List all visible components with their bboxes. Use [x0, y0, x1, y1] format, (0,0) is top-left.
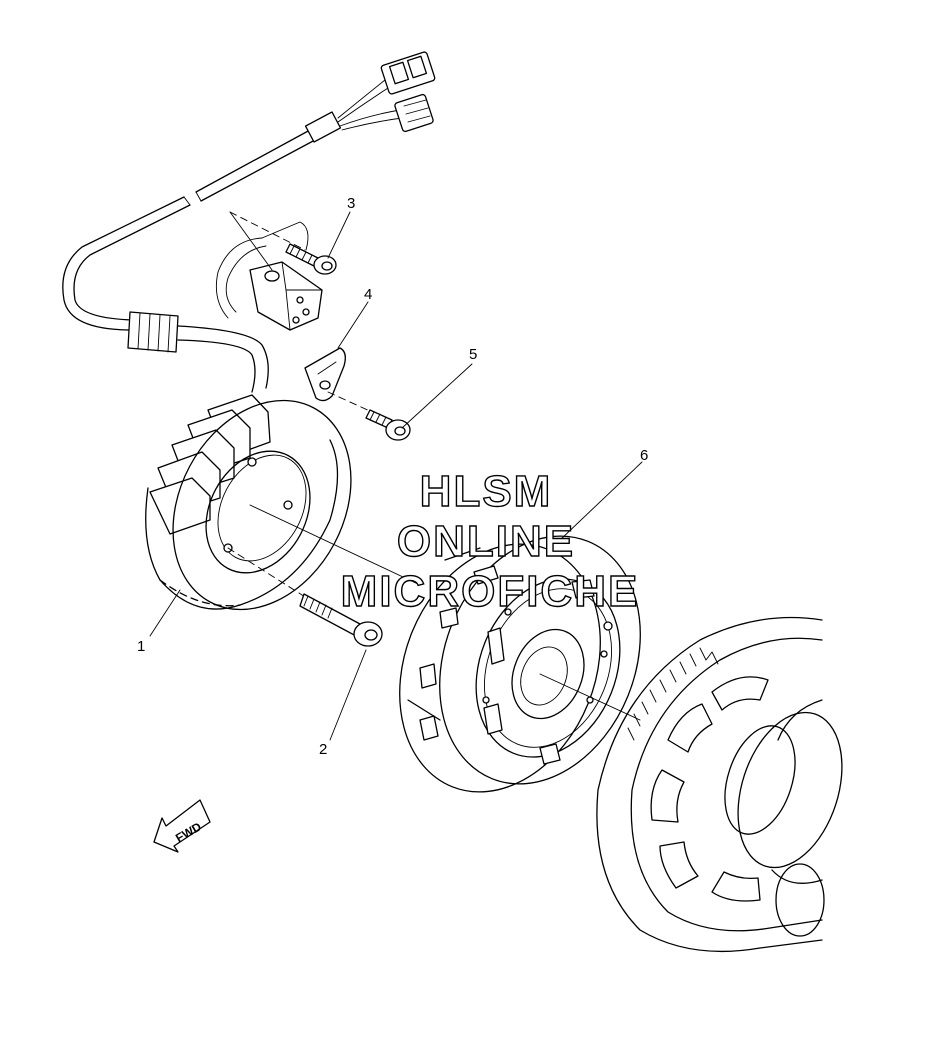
leader-lines [149, 211, 643, 741]
connector-lower [394, 93, 434, 133]
watermark: HLSM ONLINE MICROFICHE [340, 466, 640, 616]
bolt-3 [285, 243, 337, 275]
callout-1: 1 [137, 638, 145, 655]
watermark-line-1: HLSM [420, 467, 553, 516]
fwd-direction-badge: FWD [153, 799, 211, 853]
callout-6: 6 [640, 447, 648, 464]
callout-3: 3 [347, 195, 355, 212]
arrow-forward-icon [153, 799, 211, 853]
wire-harness [62, 51, 436, 393]
pickup-coil [215, 211, 323, 331]
callout-4: 4 [364, 286, 372, 303]
callout-2: 2 [319, 741, 327, 758]
connector-upper [380, 51, 436, 95]
clamp-4 [304, 347, 346, 402]
callout-5: 5 [469, 346, 477, 363]
bolt-5 [327, 391, 411, 441]
watermark-line-2: ONLINE [397, 517, 575, 566]
watermark-line-3: MICROFICHE [341, 567, 640, 616]
bolt-2 [227, 547, 383, 647]
flywheel [596, 616, 843, 953]
cable-grommet [127, 311, 179, 353]
rotor-6 [399, 535, 641, 793]
stator-1 [145, 394, 352, 611]
